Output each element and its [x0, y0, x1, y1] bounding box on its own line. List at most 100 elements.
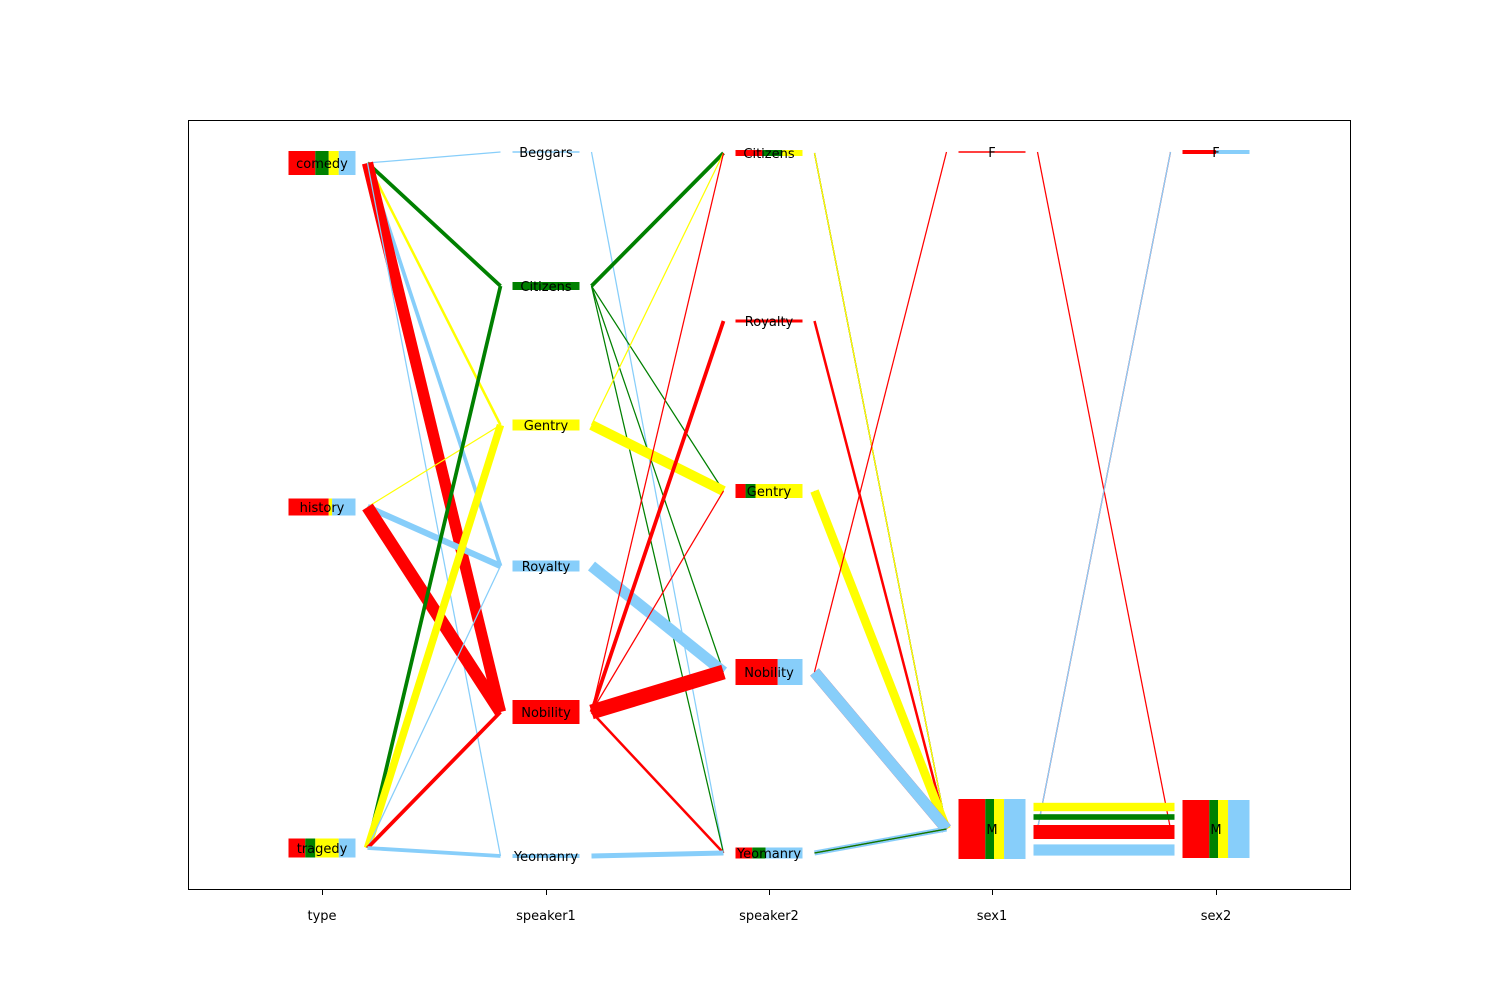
- node-segment-yeomanry-1: [752, 847, 766, 859]
- node-segment-m-2: [1218, 800, 1229, 858]
- x-tick-label-sex1: sex1: [977, 909, 1008, 924]
- node-segment-f-0: [1182, 150, 1216, 154]
- node-segment-yeomanry-3: [765, 847, 803, 859]
- node-speaker1-royalty: Royalty: [512, 560, 580, 575]
- node-type-tragedy: tragedy: [288, 838, 356, 858]
- node-segment-gentry-1: [745, 484, 756, 498]
- flow-m-to-m-46: [1033, 825, 1175, 839]
- node-segment-tragedy-2: [315, 838, 339, 858]
- node-segment-yeomanry-3: [512, 854, 580, 858]
- node-label-sex2-m: M: [1210, 823, 1221, 838]
- node-segment-comedy-1: [315, 151, 329, 175]
- node-speaker1-citizens: Citizens: [512, 280, 580, 295]
- x-tick-label-speaker2: speaker2: [739, 909, 799, 924]
- flow-citizens-to-m-30: [813, 152, 948, 830]
- node-segment-beggars-3: [512, 151, 580, 153]
- node-segment-f-0: [958, 151, 1026, 153]
- node-segment-m-0: [958, 799, 986, 859]
- node-segment-royalty-3: [512, 560, 580, 572]
- flow-nobility-to-yeomanry-26: [590, 711, 725, 854]
- node-segment-m-3: [1228, 800, 1250, 858]
- node-type-history: history: [288, 498, 356, 516]
- flow-history-to-gentry-6: [367, 424, 501, 508]
- node-segment-citizens-2: [782, 150, 803, 156]
- flow-gentry-to-citizens-19: [590, 152, 725, 426]
- node-type-comedy: comedy: [288, 151, 356, 175]
- node-sex2-f: F: [1182, 146, 1250, 161]
- flow-tragedy-to-nobility-12: [366, 710, 502, 850]
- node-label-sex1-f: F: [988, 146, 995, 161]
- node-segment-m-0: [1182, 800, 1210, 858]
- node-segment-history-2: [328, 498, 333, 516]
- axes-layer: type speaker1 speaker2 sex1 sex2: [307, 890, 1231, 924]
- node-segment-nobility-3: [777, 659, 803, 685]
- node-segment-m-2: [994, 799, 1005, 859]
- node-segment-comedy-3: [338, 151, 356, 175]
- node-label-speaker1-citizens: Citizens: [520, 280, 571, 295]
- node-speaker1-gentry: Gentry: [512, 419, 580, 434]
- node-label-type-history: history: [300, 501, 345, 516]
- node-label-speaker2-citizens: Citizens: [743, 147, 794, 162]
- flow-royalty-to-m-31: [813, 320, 948, 830]
- node-segment-m-1: [1209, 800, 1219, 858]
- node-segment-nobility-0: [735, 659, 778, 685]
- node-segment-tragedy-0: [288, 838, 306, 858]
- x-tick-label-speaker1: speaker1: [516, 909, 576, 924]
- node-segment-nobility-0: [512, 700, 580, 724]
- flows-layer: [362, 151, 1175, 859]
- node-segment-yeomanry-0: [735, 847, 753, 859]
- node-segment-f-3: [1216, 150, 1250, 154]
- node-label-speaker2-royalty: Royalty: [745, 315, 794, 330]
- node-speaker2-gentry: Gentry: [735, 484, 803, 500]
- flow-m-to-m-45: [1033, 814, 1175, 820]
- flow-tragedy-to-citizens-9: [365, 285, 503, 849]
- flow-nobility-to-citizens-22: [590, 152, 725, 713]
- flow-comedy-to-citizens-1: [366, 161, 502, 288]
- nodes-layer: comedyhistorytragedyBeggarsCitizensGentr…: [288, 146, 1250, 865]
- node-segment-citizens-1: [512, 282, 580, 290]
- flow-citizens-to-citizens-15: [590, 151, 725, 288]
- x-tick-label-type: type: [307, 909, 336, 924]
- flow-gentry-to-m-33: [810, 489, 951, 831]
- flow-citizens-to-gentry-16: [590, 285, 725, 492]
- node-label-sex1-m: M: [986, 823, 997, 838]
- node-speaker1-yeomanry: Yeomanry: [512, 850, 580, 865]
- node-segment-citizens-1: [762, 150, 783, 156]
- node-segment-history-0: [288, 498, 329, 516]
- flow-tragedy-to-gentry-10: [363, 423, 505, 850]
- plot-frame: [188, 120, 1351, 890]
- node-segment-citizens-0: [735, 150, 763, 156]
- node-label-speaker1-gentry: Gentry: [524, 419, 569, 434]
- node-label-speaker2-yeomanry: Yeomanry: [736, 847, 801, 862]
- node-label-sex2-f: F: [1212, 146, 1219, 161]
- node-segment-tragedy-3: [338, 838, 356, 858]
- flow-comedy-to-nobility-4: [362, 161, 506, 714]
- flow-nobility-to-nobility-25: [589, 664, 726, 720]
- node-label-speaker1-yeomanry: Yeomanry: [513, 850, 578, 865]
- flow-yeomanry-to-yeomanry-27: [591, 850, 724, 859]
- flow-comedy-to-yeomanry-5: [366, 162, 502, 857]
- flow-history-to-nobility-8: [362, 503, 506, 716]
- x-tick-label-sex2: sex2: [1201, 909, 1232, 924]
- node-segment-history-3: [332, 498, 356, 516]
- flow-history-to-royalty-7: [366, 504, 502, 569]
- node-segment-tragedy-1: [305, 838, 316, 858]
- flow-citizens-to-nobility-17: [590, 285, 725, 673]
- node-segment-m-1: [985, 799, 995, 859]
- node-label-speaker2-nobility: Nobility: [744, 666, 794, 681]
- node-speaker2-royalty: Royalty: [735, 315, 803, 330]
- node-sex2-m: M: [1182, 800, 1250, 858]
- flow-m-to-m-44: [1033, 802, 1175, 812]
- node-label-speaker2-gentry: Gentry: [747, 485, 792, 500]
- flow-comedy-to-beggars-0: [367, 151, 501, 164]
- node-label-speaker1-beggars: Beggars: [519, 146, 573, 161]
- flow-royalty-to-nobility-21: [587, 561, 728, 677]
- node-speaker2-yeomanry: Yeomanry: [735, 847, 803, 862]
- node-segment-gentry-2: [755, 484, 803, 498]
- flow-m-to-m-47: [1033, 844, 1175, 856]
- node-speaker2-nobility: Nobility: [735, 659, 803, 685]
- flow-nobility-to-m-37: [810, 668, 951, 833]
- node-label-type-tragedy: tragedy: [297, 842, 348, 857]
- flow-nobility-to-gentry-24: [590, 490, 725, 713]
